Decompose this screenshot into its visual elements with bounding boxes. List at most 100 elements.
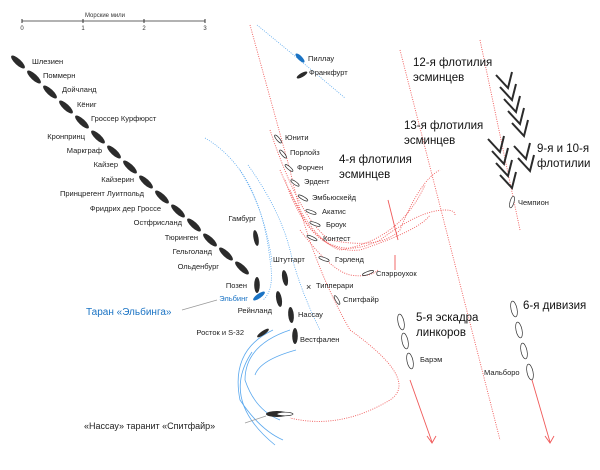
ship-label: Чемпион	[518, 198, 549, 207]
ship-label: Рейнланд	[238, 306, 273, 315]
ship-marker	[296, 71, 308, 79]
ship-label: Порлойз	[290, 148, 320, 157]
group-title: флотилии	[537, 158, 590, 170]
ship-marker	[203, 233, 217, 247]
ship-label: Ольденбург	[178, 262, 220, 271]
ship-label: Гамбург	[228, 214, 256, 223]
ship-label: Кайзерин	[101, 175, 134, 184]
ship-label: Броук	[326, 220, 347, 229]
ship-label: Нассау	[298, 310, 323, 319]
ship-marker	[276, 411, 294, 417]
annotations: Таран «Эльбинга» «Нассау» таранит «Спитф…	[84, 299, 267, 431]
ship-label: Мальборо	[484, 368, 520, 377]
ship-marker	[254, 277, 260, 293]
group-title: 5-я эскадра	[416, 312, 479, 324]
scale-tick: 0	[20, 26, 24, 32]
ship-label: Спэрроухок	[376, 269, 417, 278]
german-tracks	[204, 24, 346, 446]
ship-marker	[235, 261, 249, 275]
ship-marker	[75, 115, 89, 129]
ship-marker	[526, 363, 534, 381]
ship-marker	[107, 145, 121, 159]
ship-label: Акатис	[322, 207, 346, 216]
ship-marker	[406, 352, 414, 370]
ship-label: Вестфален	[300, 335, 339, 344]
ship-label: Кёниг	[77, 100, 97, 109]
ship-marker	[397, 313, 405, 331]
ship-label: Спитфайр	[343, 295, 379, 304]
ship-label: Тюринген	[165, 233, 198, 242]
british-tracks	[249, 24, 555, 444]
ship-label: Остфрисланд	[134, 218, 183, 227]
german-other-ships: Пиллау Франкфурт Гамбург Штутгарт Позен …	[196, 53, 348, 417]
destroyer-flotillas	[487, 71, 535, 209]
ship-marker	[297, 194, 309, 202]
group-title: 12-я флотилия	[413, 57, 492, 69]
ship-label: Эмбьюскейд	[312, 193, 357, 202]
ship-label: Гельголанд	[173, 247, 213, 256]
ship-label: Франкфурт	[309, 68, 348, 77]
ship-marker	[305, 209, 317, 215]
ship-label: Маркграф	[67, 146, 102, 155]
british-battleships: Барэм Мальборо Чемпион	[397, 198, 549, 381]
ship-marker	[401, 332, 409, 350]
group-title: 6-я дивизия	[523, 300, 586, 312]
ship-label: Гроссер Курфюрст	[91, 114, 157, 123]
ship-marker	[27, 70, 41, 84]
ship-label: Росток и S-32	[196, 328, 244, 337]
ship-marker	[295, 53, 305, 63]
ship-marker	[59, 100, 73, 114]
ship-marker	[253, 230, 259, 246]
ship-label-elbing: Эльбинг	[219, 294, 248, 303]
scale-title: Морские мили	[85, 13, 125, 19]
ship-marker	[43, 85, 57, 99]
ship-label: Шлезиен	[32, 57, 63, 66]
ship-label: Принцрегент Луитпольд	[60, 189, 145, 198]
british-4th-flotilla: × Юнити Порлойз Форчен Эрдент Эмбьюскейд…	[274, 133, 417, 417]
ship-label: Юнити	[285, 133, 309, 142]
ship-marker	[257, 328, 269, 338]
ship-marker	[510, 300, 518, 318]
scale-bar: Морские мили 0 1 2 3	[20, 13, 207, 32]
ship-marker	[253, 291, 265, 301]
ship-label: Контест	[323, 234, 351, 243]
ship-marker	[187, 218, 201, 232]
ship-marker	[139, 175, 153, 189]
annotation-nassau-ram: «Нассау» таранит «Спитфайр»	[84, 421, 215, 431]
group-title: эсминцев	[404, 135, 455, 147]
ship-marker	[284, 164, 294, 172]
sunk-marker-icon: ×	[306, 282, 311, 292]
ship-label: Типперари	[316, 281, 353, 290]
ship-marker	[155, 190, 169, 204]
ship-marker	[171, 204, 185, 218]
ship-marker	[520, 342, 528, 360]
ship-marker	[290, 179, 300, 187]
ship-marker	[509, 195, 515, 209]
ship-label: Эрдент	[304, 177, 330, 186]
ship-label: Дойчланд	[62, 85, 97, 94]
scale-tick: 3	[203, 26, 207, 32]
group-title: 4-я флотилия	[339, 154, 412, 166]
ship-marker	[318, 256, 330, 262]
group-titles: 12-я флотилия эсминцев 13-я флотилия эсм…	[339, 57, 590, 339]
group-title: 9-я и 10-я	[537, 143, 589, 155]
ship-marker	[219, 247, 233, 261]
german-battle-line: Шлезиен Поммерн Дойчланд Кёниг Гроссер К…	[11, 55, 249, 275]
group-title: 13-я флотилия	[404, 120, 483, 132]
ship-marker	[515, 321, 523, 339]
scale-tick: 2	[142, 26, 146, 32]
ship-label: Гэрленд	[335, 255, 364, 264]
ship-marker	[281, 270, 289, 286]
scale-tick: 1	[81, 26, 85, 32]
ship-marker	[288, 307, 294, 323]
ship-marker	[279, 149, 287, 159]
ship-label: Барэм	[420, 355, 442, 364]
ship-marker	[123, 160, 137, 174]
ship-label: Форчен	[297, 163, 323, 172]
ship-label: Фридрих дер Гроссе	[90, 204, 161, 213]
annotation-elbing-ram: Таран «Эльбинга»	[86, 306, 172, 318]
ship-marker	[11, 55, 25, 69]
ship-marker	[91, 130, 105, 144]
ship-label: Позен	[226, 281, 247, 290]
